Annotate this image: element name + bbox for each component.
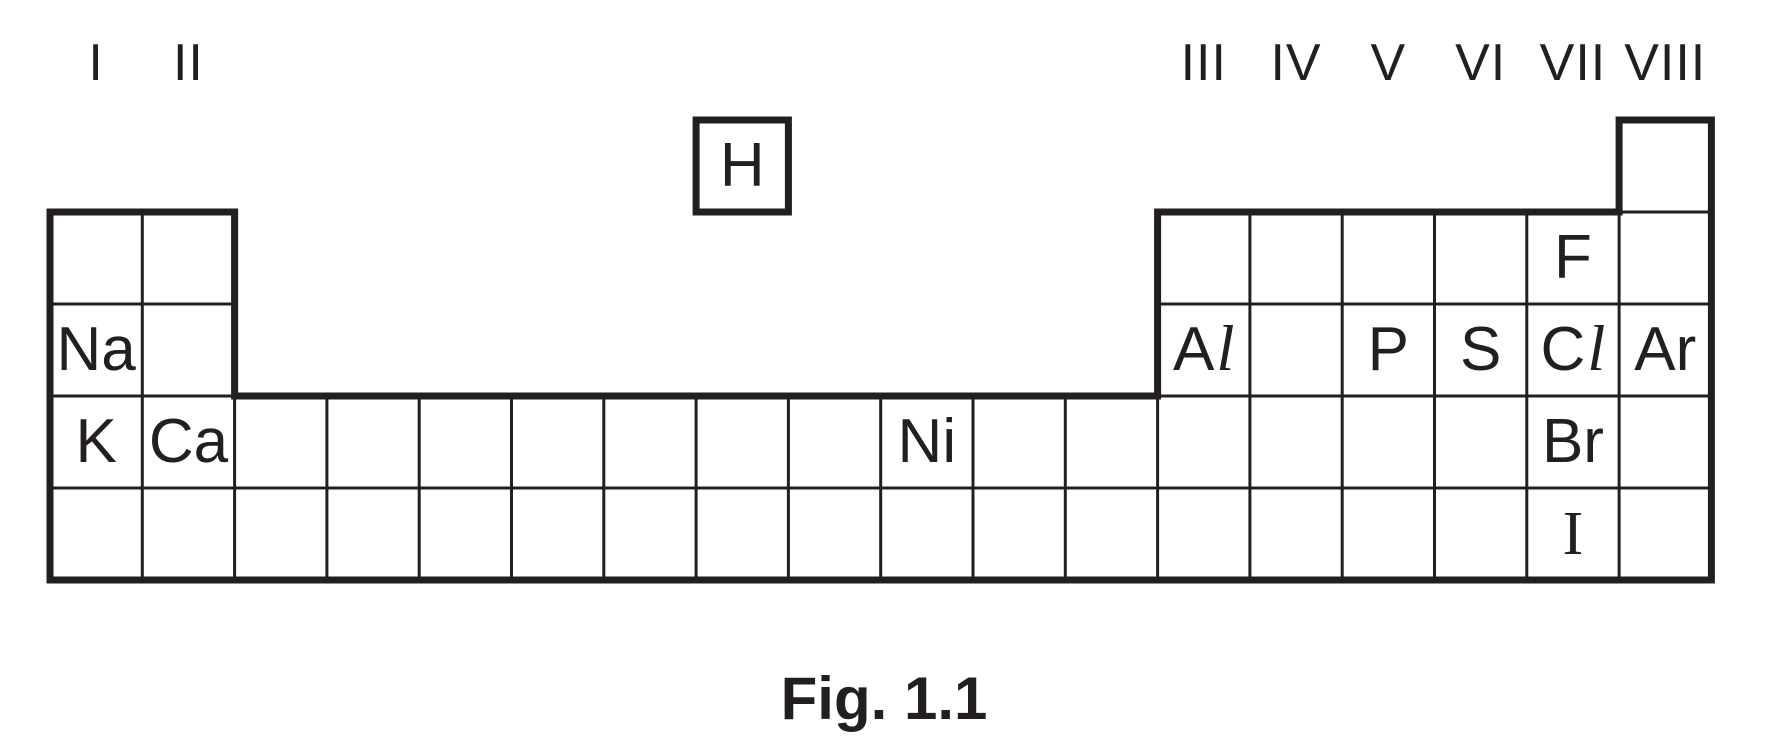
element-symbol-ar: Ar <box>1634 319 1696 381</box>
symbol-part: Ca <box>148 407 229 476</box>
group-label-iii: III <box>1180 34 1227 92</box>
empty-cell <box>1250 212 1342 304</box>
symbol-part: Ar <box>1634 315 1697 384</box>
empty-cell <box>1158 212 1250 304</box>
symbol-part: K <box>75 407 117 476</box>
element-cell-ca: Ca <box>142 396 234 488</box>
empty-cell <box>1250 396 1342 488</box>
table-outline <box>46 116 1715 584</box>
element-cell-h: H <box>696 120 788 212</box>
element-symbol-f: F <box>1554 227 1592 289</box>
empty-cell <box>1619 120 1711 212</box>
empty-cell <box>142 488 234 580</box>
empty-cell <box>604 396 696 488</box>
empty-cell <box>327 488 419 580</box>
empty-cell <box>419 488 511 580</box>
element-symbol-ni: Ni <box>898 411 957 473</box>
symbol-part: P <box>1367 315 1410 384</box>
element-cell-ar: Ar <box>1619 304 1711 396</box>
symbol-part: A <box>1173 315 1215 385</box>
empty-cell <box>512 396 604 488</box>
empty-cell <box>142 304 234 396</box>
empty-cell <box>1250 304 1342 396</box>
empty-cell <box>1619 488 1711 580</box>
group-label-iv: IV <box>1270 34 1322 92</box>
empty-cell <box>1158 488 1250 580</box>
element-symbol-ca: Ca <box>149 411 228 473</box>
element-cell-p: P <box>1342 304 1434 396</box>
figure-caption: Fig. 1.1 <box>780 665 988 732</box>
empty-cell <box>512 488 604 580</box>
symbol-part: S <box>1459 315 1502 384</box>
empty-cell <box>881 488 973 580</box>
empty-cell <box>1619 212 1711 304</box>
empty-cell <box>327 396 419 488</box>
symbol-part: Na <box>56 315 136 384</box>
element-cell-i: I <box>1527 488 1619 580</box>
empty-cell <box>1435 212 1527 304</box>
group-label-viii: VIII <box>1624 34 1707 92</box>
element-cell-ni: Ni <box>881 396 973 488</box>
element-symbol-cl: Cl <box>1541 317 1606 382</box>
element-symbol-na: Na <box>57 319 136 381</box>
symbol-part: Br <box>1541 407 1604 476</box>
symbol-part: C <box>1540 315 1586 385</box>
empty-cell <box>696 396 788 488</box>
group-label-i: I <box>88 34 104 92</box>
element-cell-s: S <box>1435 304 1527 396</box>
empty-cell <box>1619 396 1711 488</box>
empty-cell <box>696 488 788 580</box>
group-label-v: V <box>1370 34 1407 92</box>
element-cell-cl: Cl <box>1527 304 1619 396</box>
empty-cell <box>235 488 327 580</box>
symbol-part: l <box>1216 313 1235 386</box>
element-symbol-i: I <box>1563 503 1584 565</box>
empty-cell <box>50 212 142 304</box>
empty-cell <box>1158 396 1250 488</box>
element-symbol-h: H <box>720 135 765 197</box>
empty-cell <box>973 396 1065 488</box>
empty-cell <box>1435 396 1527 488</box>
element-cell-k: K <box>50 396 142 488</box>
empty-cell <box>50 488 142 580</box>
element-cell-na: Na <box>50 304 142 396</box>
empty-cell <box>1065 488 1157 580</box>
group-label-vii: VII <box>1539 34 1607 92</box>
empty-cell <box>788 488 880 580</box>
empty-cell <box>235 396 327 488</box>
element-symbol-p: P <box>1368 319 1409 381</box>
symbol-part: I <box>1562 500 1584 568</box>
element-symbol-k: K <box>75 411 116 473</box>
empty-cell <box>1250 488 1342 580</box>
grid-thin-lines <box>50 210 1712 580</box>
empty-cell <box>1435 488 1527 580</box>
element-symbol-br: Br <box>1542 411 1604 473</box>
symbol-part: F <box>1554 223 1592 292</box>
symbol-part: l <box>1587 313 1606 386</box>
empty-cell <box>1065 396 1157 488</box>
element-cell-br: Br <box>1527 396 1619 488</box>
hydrogen-box-outline <box>692 116 792 216</box>
element-symbol-s: S <box>1460 319 1501 381</box>
empty-cell <box>1342 212 1434 304</box>
empty-cell <box>419 396 511 488</box>
element-cell-f: F <box>1527 212 1619 304</box>
group-label-ii: II <box>172 34 204 92</box>
empty-cell <box>604 488 696 580</box>
symbol-part: Ni <box>897 407 957 476</box>
empty-cell <box>973 488 1065 580</box>
element-symbol-al: Al <box>1173 317 1234 382</box>
empty-cell <box>788 396 880 488</box>
empty-cell <box>142 212 234 304</box>
empty-cell <box>1342 396 1434 488</box>
symbol-part: H <box>719 131 765 200</box>
element-cell-al: Al <box>1158 304 1250 396</box>
group-label-vi: VI <box>1455 34 1507 92</box>
empty-cell <box>1342 488 1434 580</box>
